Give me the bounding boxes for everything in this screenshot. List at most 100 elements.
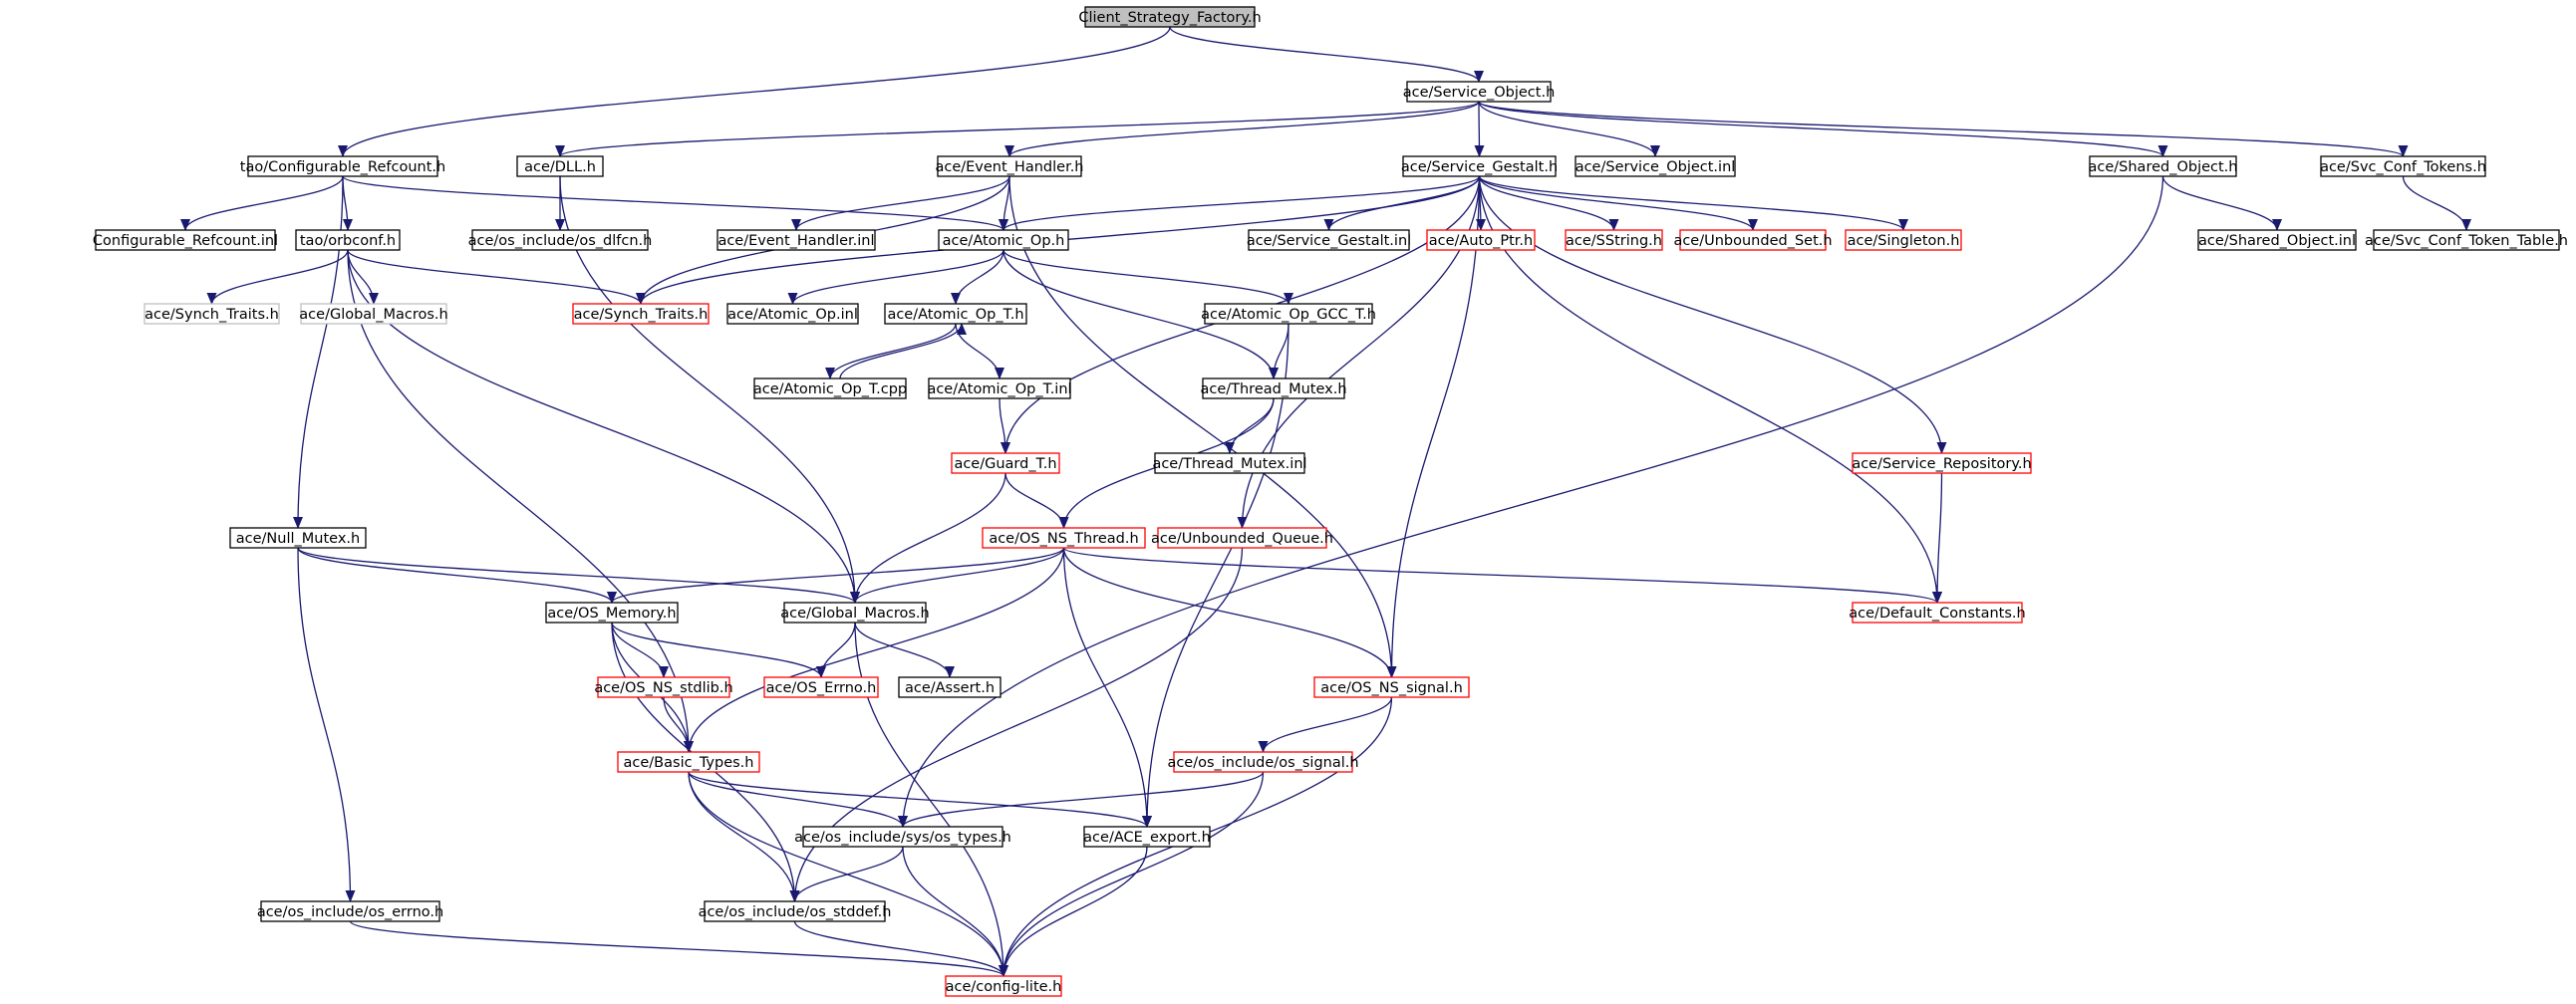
node-unbqueue[interactable]: ace/Unbounded_Queue.h [1151,527,1333,549]
edge-cfgrc-to-atomop [342,175,1008,231]
node-nullmutex[interactable]: ace/Null_Mutex.h [229,527,367,549]
edge-nullmutex-to-osmem [297,547,617,604]
node-atomop[interactable]: ace/Atomic_Op.h [938,229,1069,251]
edge-gestalt-to-svcrepo [1478,175,1947,454]
node-label-synchtr1: ace/Synch_Traits.h [144,307,279,323]
node-atomoptcpp[interactable]: ace/Atomic_Op_T.cpp [753,377,907,399]
node-globmac[interactable]: ace/Global_Macros.h [780,602,930,624]
node-label-sstring: ace/SString.h [1566,233,1662,249]
node-atomopt[interactable]: ace/Atomic_Op_T.h [884,303,1027,325]
node-svcobj[interactable]: ace/Service_Object.h [1403,81,1556,103]
node-box-evh [937,155,1082,177]
node-ossignal[interactable]: ace/os_include/os_signal.h [1167,751,1359,773]
node-systypes[interactable]: ace/os_include/sys/os_types.h [794,826,1011,848]
node-autoptr[interactable]: ace/Auto_Ptr.h [1426,229,1536,251]
edge-svcobj-to-svcobjinl [1478,101,1660,157]
edge-shobj-to-systypes [898,175,2164,828]
node-box-toktable [2373,229,2560,251]
edge-shobj-to-shobjinl [2161,175,2282,231]
node-gestalt[interactable]: ace/Service_Gestalt.h [1401,155,1558,177]
node-osmem[interactable]: ace/OS_Memory.h [545,602,679,624]
node-shobj[interactable]: ace/Shared_Object.h [2089,155,2238,177]
node-label-atomoptcpp: ace/Atomic_Op_T.cpp [753,381,907,397]
node-assert[interactable]: ace/Assert.h [898,676,1002,698]
node-label-ossignal: ace/os_include/os_signal.h [1167,755,1358,771]
edge-root-to-svcobj [1169,26,1484,83]
node-box-cfgrc [247,155,438,177]
node-label-gestalt: ace/Service_Gestalt.h [1401,159,1558,175]
node-cfgrcinl[interactable]: Configurable_Refcount.inl [93,229,278,251]
node-evhinl[interactable]: ace/Event_Handler.inl [716,229,876,251]
edge-gestalt-to-unbset [1478,175,1758,231]
node-toktable[interactable]: ace/Svc_Conf_Token_Table.h [2365,229,2568,251]
node-label-svcrepo: ace/Service_Repository.h [1852,456,2031,472]
node-dlfcn[interactable]: ace/os_include/os_dlfcn.h [468,229,653,251]
node-shobjinl[interactable]: ace/Shared_Object.inl [2197,229,2357,251]
node-synchtr[interactable]: ace/Synch_Traits.h [572,303,710,325]
edge-atomopgcc-to-aceexport [1142,323,1289,828]
node-box-svcrepo [1852,452,2032,474]
node-label-svcobj: ace/Service_Object.h [1403,85,1556,101]
node-box-root [1084,6,1256,28]
node-box-osstddef [704,900,886,922]
node-label-shobj: ace/Shared_Object.h [2089,159,2238,175]
node-atomopgcc[interactable]: ace/Atomic_Op_GCC_T.h [1201,303,1376,325]
node-label-osnssignal: ace/OS_NS_signal.h [1320,680,1463,696]
node-basictypes[interactable]: ace/Basic_Types.h [617,751,760,773]
node-label-evh: ace/Event_Handler.h [935,159,1083,175]
edge-evh-to-osnssignal [1008,175,1397,678]
edge-svcobj-to-gestalt [1474,101,1485,157]
node-configlite[interactable]: ace/config-lite.h [945,975,1062,997]
node-atomoptinl[interactable]: ace/Atomic_Op_T.inl [927,377,1072,399]
edge-gestalt-to-osnssignal [1386,175,1481,678]
node-aceexport[interactable]: ace/ACE_export.h [1083,826,1211,848]
edge-osnsthr-to-osmem [607,547,1065,604]
node-box-guardt [951,452,1060,474]
node-box-globmac [783,602,927,624]
node-box-assert [898,676,1002,698]
node-guardt[interactable]: ace/Guard_T.h [951,452,1060,474]
node-sstring[interactable]: ace/SString.h [1565,229,1663,251]
node-defconst[interactable]: ace/Default_Constants.h [1849,602,2026,624]
node-box-autoptr [1426,229,1536,251]
node-osstddef[interactable]: ace/os_include/os_stddef.h [699,900,892,922]
edge-atomopt-to-atomoptcpp [825,323,957,379]
node-svctok[interactable]: ace/Svc_Conf_Tokens.h [2320,155,2486,177]
node-orbconf[interactable]: tao/orbconf.h [295,229,401,251]
edge-svcobj-to-svctok [1478,101,2409,157]
node-thrmutexinl[interactable]: ace/Thread_Mutex.inl [1152,452,1307,474]
node-box-configlite [945,975,1062,997]
node-gestaltinl[interactable]: ace/Service_Gestalt.inl [1247,229,1411,251]
node-thrmutex[interactable]: ace/Thread_Mutex.h [1200,377,1347,399]
node-osnssignal[interactable]: ace/OS_NS_signal.h [1313,676,1470,698]
node-svcrepo[interactable]: ace/Service_Repository.h [1852,452,2032,474]
node-box-oserrnoinc [260,900,440,922]
edge-oserrnoinc-to-configlite [349,920,1008,977]
edge-osnsthr-to-globmac [850,547,1065,604]
node-evh[interactable]: ace/Event_Handler.h [935,155,1084,177]
node-svcobjinl[interactable]: ace/Service_Object.inl [1574,155,1736,177]
node-dll[interactable]: ace/DLL.h [516,155,604,177]
node-cfgrc[interactable]: tao/Configurable_Refcount.h [240,155,445,177]
edge-ossignal-to-configlite [999,771,1265,977]
node-oserrnoinc[interactable]: ace/os_include/os_errno.h [257,900,443,922]
edges [180,26,2471,977]
node-singleton[interactable]: ace/Singleton.h [1845,229,1962,251]
edge-osmem-to-osnsstdlib [611,622,669,678]
node-label-evhinl: ace/Event_Handler.inl [717,233,874,249]
node-osnsstdlib[interactable]: ace/OS_NS_stdlib.h [594,676,733,698]
node-box-atomopgcc [1204,303,1373,325]
node-synchtr1[interactable]: ace/Synch_Traits.h [143,303,280,325]
node-label-synchtr: ace/Synch_Traits.h [574,307,709,323]
node-globmac1[interactable]: ace/Global_Macros.h [299,303,448,325]
node-box-osnssignal [1313,676,1470,698]
node-atomopinl[interactable]: ace/Atomic_Op.inl [726,303,859,325]
edge-osstddef-to-configlite [793,920,1008,977]
node-oserrno[interactable]: ace/OS_Errno.h [763,676,879,698]
edge-orbconf-to-synchtr [347,249,646,305]
node-osnsthr[interactable]: ace/OS_NS_Thread.h [982,527,1146,549]
node-box-nullmutex [229,527,367,549]
node-unbset[interactable]: ace/Unbounded_Set.h [1673,229,1833,251]
edge-atomoptcpp-to-atomopt [839,323,967,379]
